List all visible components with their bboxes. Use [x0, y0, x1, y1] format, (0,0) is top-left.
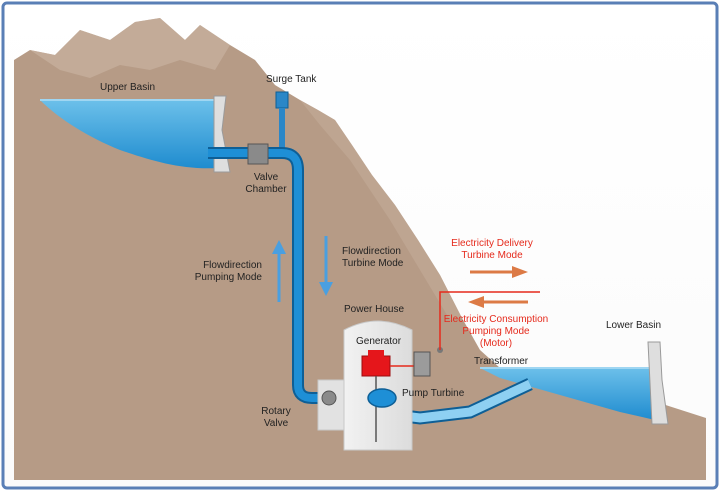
downward-flow-arrow-icon [319, 236, 333, 296]
upper-basin-water [40, 100, 218, 169]
label-generator: Generator [356, 336, 402, 347]
generator-top [368, 350, 384, 358]
mountain-slope-highlight [300, 100, 462, 320]
label-valve-chamber-line1: Valve [254, 172, 279, 183]
penstock-pipe-fill [208, 149, 372, 402]
upward-flow-arrow-icon [272, 240, 286, 302]
power-house [343, 320, 413, 451]
generator-unit [361, 355, 391, 377]
label-valve-chamber-line2: Chamber [245, 184, 287, 195]
delivery-arrow-icon [470, 266, 528, 278]
label-pump-turbine: Pump Turbine [402, 388, 465, 399]
transformer-unit [413, 351, 431, 377]
consumption-arrow-icon [468, 296, 528, 308]
mountain-highlight [30, 18, 230, 78]
label-flow-pumping-line1: Flowdirection [203, 260, 262, 271]
label-upper-basin: Upper Basin [100, 82, 155, 93]
label-electricity-delivery-line1: Electricity Delivery [451, 238, 533, 249]
label-transformer: Transformer [474, 356, 529, 367]
label-lower-basin: Lower Basin [606, 320, 661, 331]
label-flow-turbine-line1: Flowdirection [342, 246, 401, 257]
label-power-house: Power House [344, 304, 404, 315]
label-electricity-consumption-line3: (Motor) [480, 338, 512, 349]
surge-tank [275, 91, 289, 109]
surge-tank-shaft [279, 108, 285, 150]
label-surge-tank: Surge Tank [266, 74, 317, 85]
label-electricity-delivery-line2: Turbine Mode [461, 250, 523, 261]
label-electricity-consumption-line2: Pumping Mode [462, 326, 530, 337]
valve-chamber [247, 143, 269, 165]
lower-dam [647, 341, 669, 425]
label-rotary-valve-line2: Valve [264, 418, 289, 429]
rotary-valve [321, 390, 337, 406]
label-electricity-consumption-line1: Electricity Consumption [444, 314, 548, 325]
label-rotary-valve-line1: Rotary [261, 406, 290, 417]
grid-line [439, 291, 540, 350]
label-flow-turbine-line2: Turbine Mode [342, 258, 404, 269]
label-flow-pumping-line2: Pumping Mode [195, 272, 263, 283]
pump-turbine [367, 388, 397, 408]
